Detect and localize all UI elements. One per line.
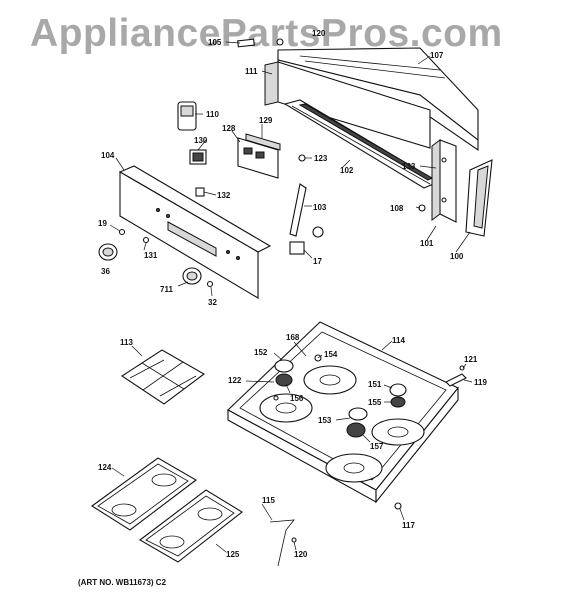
- side-trim-100: [465, 159, 493, 237]
- label-36: 36: [101, 267, 110, 276]
- label-157: 157: [370, 442, 384, 451]
- label-105: 105: [208, 38, 222, 47]
- label-151: 151: [368, 380, 382, 389]
- label-168: 168: [286, 333, 300, 342]
- label-102: 102: [340, 166, 354, 175]
- label-19: 19: [98, 219, 107, 228]
- label-128: 128: [222, 124, 236, 133]
- label-114: 114: [392, 336, 405, 345]
- label-119: 119: [474, 378, 487, 387]
- control-board: [237, 133, 281, 179]
- label-130: 130: [194, 136, 208, 145]
- label-123: 123: [314, 154, 328, 163]
- label-117: 117: [402, 521, 415, 530]
- label-155: 155: [368, 398, 382, 407]
- label-111: 111: [245, 67, 258, 76]
- screws: [118, 228, 214, 288]
- label-152: 152: [254, 348, 268, 357]
- knob-711: [182, 267, 202, 285]
- label-115: 115: [262, 496, 275, 505]
- control-panel-104: [118, 165, 272, 299]
- label-113: 113: [120, 338, 133, 347]
- bracket-119: [445, 365, 467, 387]
- label-107: 107: [430, 51, 444, 60]
- art-number-caption: (ART NO. WB11673) C2: [78, 578, 167, 587]
- tube-115: [269, 519, 297, 567]
- part-number-labels: 105 120 107 111 110 129 128 130 104 123 …: [98, 29, 487, 559]
- switch-130: [189, 149, 207, 165]
- label-153: 153: [318, 416, 332, 425]
- clip-132: [195, 187, 205, 197]
- label-104: 104: [101, 151, 115, 160]
- backguard-panel: [264, 61, 431, 149]
- label-125: 125: [226, 550, 240, 559]
- grate-113: [120, 349, 205, 405]
- label-17: 17: [313, 257, 322, 266]
- label-129: 129: [259, 116, 273, 125]
- label-122: 122: [228, 376, 242, 385]
- label-103: 103: [313, 203, 327, 212]
- label-131: 131: [144, 251, 158, 260]
- label-121: 121: [464, 355, 478, 364]
- label-156: 156: [290, 394, 304, 403]
- drip-pan-124: [91, 457, 197, 531]
- label-132: 132: [217, 191, 231, 200]
- screw-117: [394, 502, 402, 510]
- leader-lines: [109, 41, 473, 553]
- label-133: 133: [402, 162, 416, 171]
- clock-housing: [177, 101, 197, 131]
- switch-17: [289, 226, 324, 255]
- knob-36: [98, 243, 118, 261]
- label-100: 100: [450, 252, 464, 261]
- label-154: 154: [324, 350, 338, 359]
- label-110: 110: [206, 110, 219, 119]
- label-101: 101: [420, 239, 434, 248]
- top-small-parts: [237, 38, 284, 48]
- label-32: 32: [208, 298, 217, 307]
- side-bracket-101: [431, 139, 457, 223]
- label-108: 108: [390, 204, 404, 213]
- label-124: 124: [98, 463, 112, 472]
- drip-pan-125: [139, 489, 243, 563]
- harness-103: [289, 183, 307, 237]
- knob-123: [298, 154, 306, 162]
- label-120-top: 120: [312, 29, 326, 38]
- label-120: 120: [294, 550, 308, 559]
- label-711: 711: [160, 285, 173, 294]
